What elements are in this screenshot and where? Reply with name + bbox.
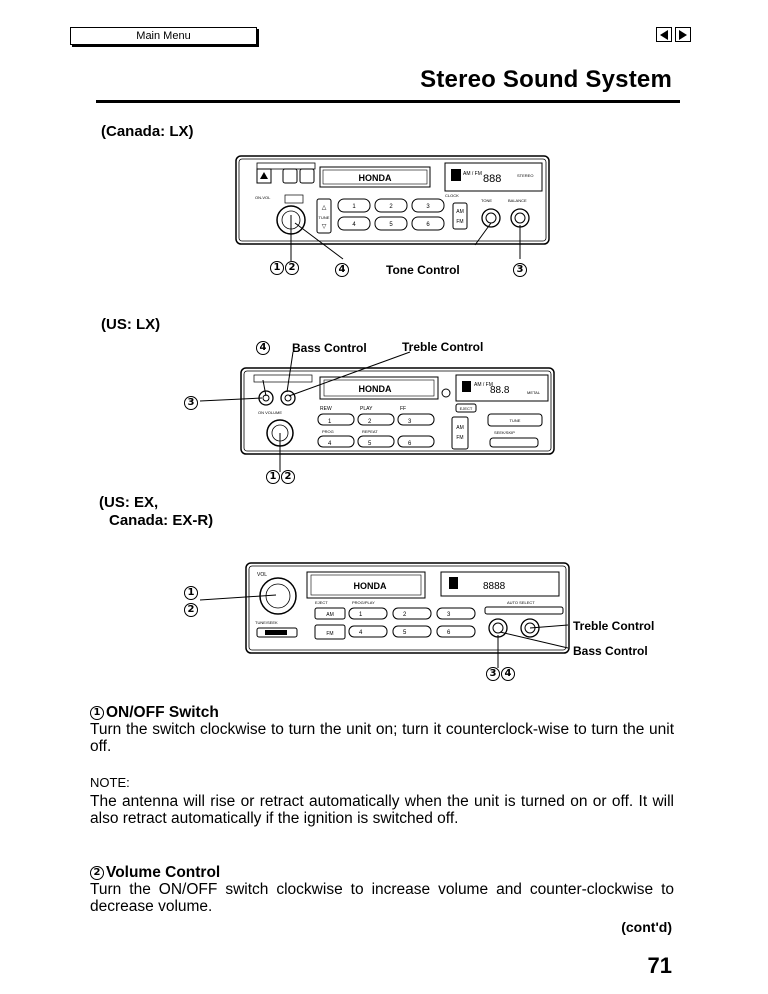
title-divider: [96, 100, 680, 103]
callout-4-canada: 4: [335, 261, 350, 277]
svg-text:3: 3: [426, 204, 430, 210]
prev-page-button[interactable]: [656, 27, 672, 42]
page-number: 71: [647, 953, 672, 978]
radio-diagram-canada-lx: HONDA AM / FM 888 STEREO CLOCK ON-VOL △ …: [235, 155, 550, 245]
section-label-us-lx: (US: LX): [101, 316, 161, 333]
svg-text:FF: FF: [400, 406, 406, 412]
svg-text:6: 6: [408, 441, 412, 447]
svg-text:8888: 8888: [483, 581, 506, 592]
bass-control-label-1: Bass Control: [292, 341, 367, 355]
svg-text:5: 5: [368, 441, 372, 447]
section-label-canada-lx: (Canada: LX): [101, 123, 194, 140]
svg-text:AM / FM: AM / FM: [474, 382, 493, 388]
svg-text:1: 1: [359, 612, 363, 618]
on-off-text: Turn the switch clockwise to turn the un…: [90, 721, 674, 755]
svg-text:888: 888: [483, 173, 501, 185]
svg-text:AM: AM: [326, 612, 334, 618]
triangle-right-icon: [679, 29, 687, 40]
svg-text:ON-VOL: ON-VOL: [255, 195, 271, 200]
next-page-button[interactable]: [675, 27, 691, 42]
number-2-badge: 2: [90, 866, 104, 880]
svg-text:TUNE: TUNE: [510, 418, 521, 423]
volume-heading: 2 Volume Control: [90, 864, 220, 882]
bass-control-label-2: Bass Control: [573, 644, 648, 658]
radio-diagram-us-ex: VOL TUNE/SEEK HONDA 8888 EJECT PROG/PLAY…: [245, 562, 570, 654]
svg-text:ON VOLUME: ON VOLUME: [258, 410, 282, 415]
leader-lines-3: [200, 594, 569, 668]
svg-text:AM / FM: AM / FM: [463, 171, 482, 177]
svg-text:2: 2: [389, 204, 393, 210]
svg-text:SEEK/SKIP: SEEK/SKIP: [494, 430, 515, 435]
page-title: Stereo Sound System: [420, 66, 672, 93]
svg-text:4: 4: [328, 441, 332, 447]
treble-control-label-2: Treble Control: [573, 619, 655, 633]
svg-text:4: 4: [352, 222, 356, 228]
triangle-left-icon: [660, 29, 668, 40]
svg-text:PLAY: PLAY: [360, 406, 373, 412]
number-1-badge: 1: [90, 706, 104, 720]
svg-text:88.8: 88.8: [490, 385, 510, 396]
svg-text:AM: AM: [456, 425, 464, 431]
volume-text: Turn the ON/OFF switch clockwise to incr…: [90, 881, 674, 915]
svg-text:TUNE: TUNE: [319, 215, 330, 220]
svg-text:REW: REW: [320, 406, 332, 412]
tone-control-label: Tone Control: [386, 263, 460, 277]
svg-text:FM: FM: [456, 435, 463, 441]
svg-text:3: 3: [447, 612, 451, 618]
leader-lines-1: [290, 215, 521, 261]
svg-text:EJECT: EJECT: [460, 406, 473, 411]
svg-text:2: 2: [368, 419, 372, 425]
svg-text:6: 6: [426, 222, 430, 228]
svg-text:REPEAT: REPEAT: [362, 429, 378, 434]
svg-text:BALANCE: BALANCE: [508, 198, 527, 203]
svg-text:FM: FM: [326, 631, 333, 637]
section-label-us-ex: (US: EX,: [99, 494, 159, 511]
radio-diagram-us-lx: ON VOLUME HONDA AM / FM 88.8 METAL REW P…: [240, 367, 555, 455]
svg-text:VOL: VOL: [257, 572, 267, 578]
svg-text:2: 2: [403, 612, 407, 618]
callout-4-us-lx: 4: [256, 339, 271, 355]
svg-text:4: 4: [359, 630, 363, 636]
callout-1-us-ex: 1: [184, 584, 199, 600]
svg-text:△: △: [322, 205, 327, 211]
svg-text:1: 1: [352, 204, 356, 210]
radio-brand-1: HONDA: [359, 173, 392, 183]
leader-lines-2b: [286, 351, 411, 397]
callout-3-canada: 3: [513, 261, 528, 277]
svg-text:CLOCK: CLOCK: [445, 193, 459, 198]
svg-text:1: 1: [328, 419, 332, 425]
svg-text:PROG: PROG: [322, 429, 334, 434]
svg-text:FM: FM: [456, 219, 463, 225]
svg-text:TUNE/SEEK: TUNE/SEEK: [255, 620, 278, 625]
svg-text:PROG/PLAY: PROG/PLAY: [352, 600, 375, 605]
callout-3-us-lx: 3: [184, 394, 199, 410]
svg-text:TONE: TONE: [481, 198, 492, 203]
main-menu-button[interactable]: Main Menu: [70, 27, 257, 45]
radio-brand-3: HONDA: [354, 581, 387, 591]
svg-text:▽: ▽: [322, 224, 327, 230]
leader-lines-2: [200, 380, 281, 472]
section-label-canada-ex-r: Canada: EX-R): [109, 512, 214, 529]
svg-text:AM: AM: [456, 209, 464, 215]
svg-text:6: 6: [447, 630, 451, 636]
callout-2-us-ex: 2: [184, 601, 199, 617]
note-text: The antenna will rise or retract automat…: [90, 793, 674, 827]
continued-label: (cont'd): [621, 919, 672, 935]
svg-text:METAL: METAL: [527, 390, 541, 395]
note-label: NOTE:: [90, 775, 130, 790]
radio-brand-2: HONDA: [359, 384, 392, 394]
svg-text:AUTO SELECT: AUTO SELECT: [507, 600, 535, 605]
svg-text:3: 3: [408, 419, 412, 425]
svg-text:EJECT: EJECT: [315, 600, 328, 605]
svg-text:5: 5: [389, 222, 393, 228]
svg-text:5: 5: [403, 630, 407, 636]
treble-control-label-1: Treble Control: [402, 340, 484, 354]
svg-text:STEREO: STEREO: [517, 173, 533, 178]
on-off-heading: 1 ON/OFF Switch: [90, 704, 219, 722]
